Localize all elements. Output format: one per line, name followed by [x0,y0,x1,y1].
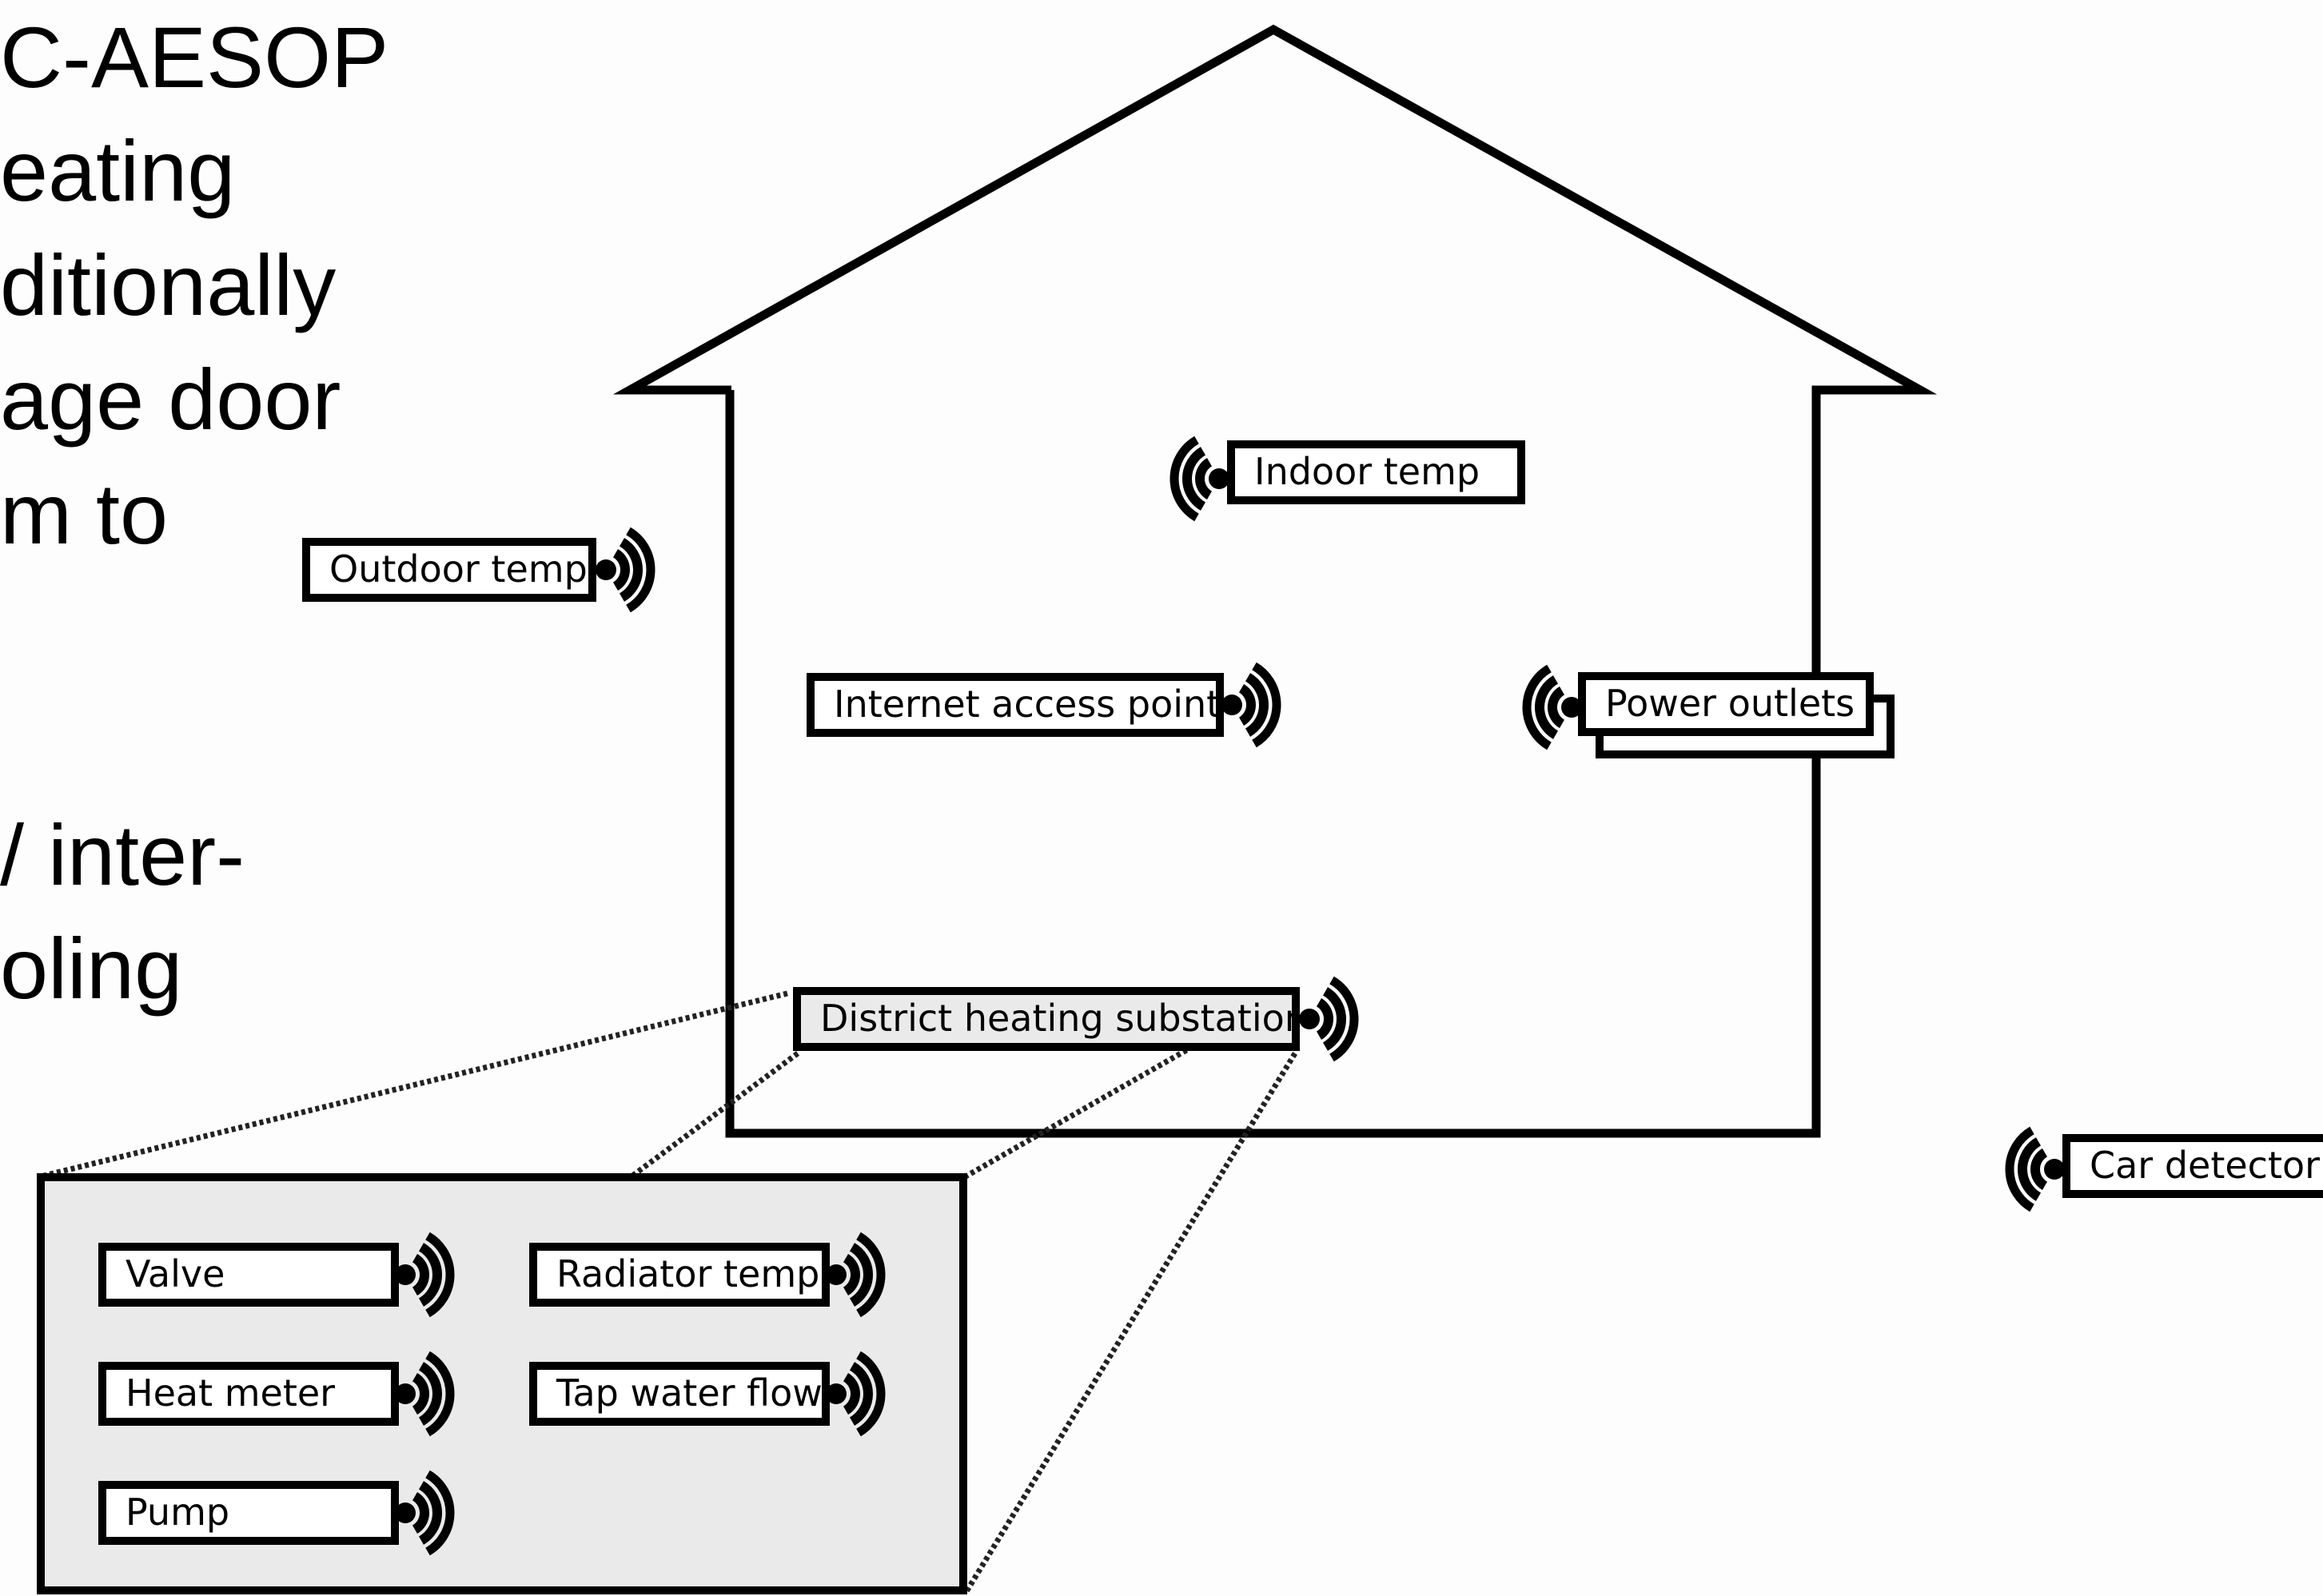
internet-access-point-signal-icon [1221,662,1281,748]
pump-component: Pump [98,1481,399,1545]
slide-text-line-7: oling [0,920,183,1017]
pump-signal-icon [395,1470,455,1556]
slide-text-line-1: C-AESOP [0,9,389,105]
valve-signal-icon [395,1232,455,1318]
slide-text-line-5: m to [0,465,169,562]
indoor-temp-signal-icon [1169,436,1229,522]
district-heating-substation-signal-icon [1299,976,1359,1062]
zoom-connector-lines [40,990,1297,1594]
valve-component: Valve [98,1243,399,1307]
outdoor-temp-signal-icon [596,527,655,613]
indoor-temp-sensor: Indoor temp [1227,440,1525,504]
outdoor-temp-sensor: Outdoor temp [302,538,596,602]
slide-text-line-6: / inter- [0,806,245,903]
heat-meter-component: Heat meter [98,1362,399,1426]
slide-text-line-4: age door [0,351,341,448]
slide-text-line-3: ditionally [0,237,337,333]
radiator-temp-signal-icon [826,1232,886,1318]
car-detector: Car detector [2062,1134,2323,1198]
tap-water-flow-component: Tap water flow [529,1362,830,1426]
power-outlets: Power outlets [1578,672,1874,736]
radiator-temp-component: Radiator temp [529,1243,830,1307]
internet-access-point: Internet access point [807,673,1224,737]
district-heating-substation: District heating substation [793,987,1300,1051]
house-outline [612,24,1938,1138]
tap-water-flow-signal-icon [826,1351,886,1437]
heat-meter-signal-icon [395,1351,455,1437]
power-outlets-signal-icon [1522,664,1582,750]
car-detector-signal-icon [2005,1126,2065,1212]
slide-text-line-2: eating [0,122,236,219]
